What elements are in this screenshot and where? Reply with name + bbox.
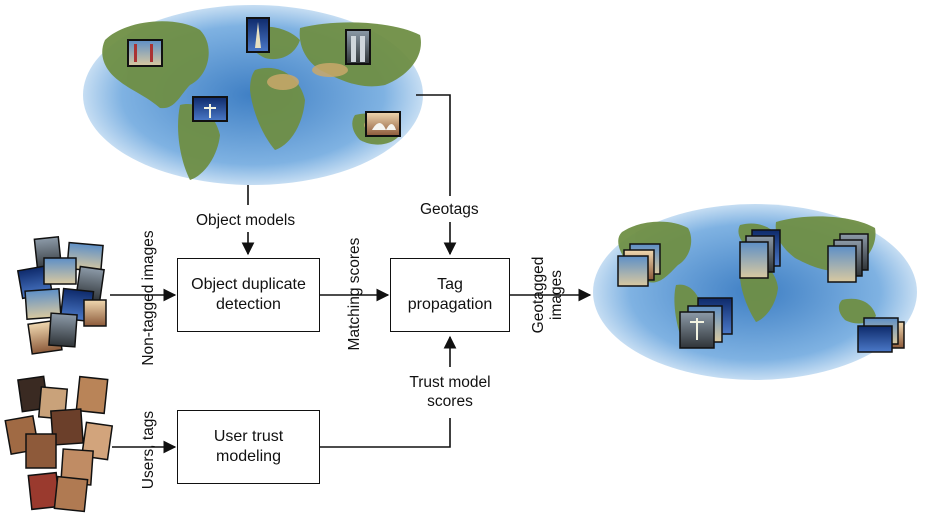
- geotags-label: Geotags: [420, 201, 479, 218]
- right-map-photos-bridge: [617, 243, 661, 287]
- matching-scores-label: Matching scores: [346, 237, 363, 351]
- trust-model-scores-line2: scores: [427, 393, 473, 410]
- tag-propagation-box: Tag propagation: [390, 258, 510, 332]
- right-world-map: [593, 204, 917, 380]
- right-map-photos-tower: [739, 229, 781, 279]
- right-map-photos-skyscrapers: [827, 233, 869, 283]
- user-trust-modeling-box: User trust modeling: [177, 410, 320, 484]
- top-map-photo-opera-house: [365, 111, 401, 137]
- user-face-pile: [4, 375, 114, 513]
- top-map-photo-bridge: [127, 39, 163, 67]
- object-duplicate-detection-line1: Object duplicate: [191, 276, 306, 293]
- geotagged-images-line1: Geotagged: [530, 256, 547, 334]
- right-map-photos-opera-house: [857, 317, 905, 353]
- connectors: [110, 94, 592, 454]
- non-tagged-images-label: Non-tagged images: [140, 230, 157, 366]
- right-map-photos-christ-statue: [679, 297, 733, 349]
- top-map-photo-skyscrapers: [345, 29, 371, 65]
- non-tagged-image-pile: [16, 236, 107, 355]
- tag-propagation-line1: Tag: [437, 276, 463, 293]
- trust-model-scores-label: Trust model scores: [400, 373, 500, 411]
- trust-model-scores-line1: Trust model: [409, 374, 491, 391]
- users-tags-label: Users, tags: [140, 410, 157, 490]
- user-trust-modeling-line2: modeling: [216, 448, 281, 465]
- top-world-map: [83, 5, 423, 185]
- geotagged-images-line2: images: [548, 270, 565, 320]
- geotagged-images-label: Geotagged images: [530, 250, 566, 340]
- top-map-photo-tower: [246, 17, 270, 53]
- connector-map-to-geotags: [416, 94, 451, 196]
- user-trust-modeling-line1: User trust: [213, 428, 284, 445]
- top-map-photo-christ-statue: [192, 96, 228, 122]
- connector-trust-to-scores: [320, 418, 451, 448]
- object-duplicate-detection-line2: detection: [216, 296, 281, 313]
- object-models-label: Object models: [196, 212, 296, 229]
- object-duplicate-detection-box: Object duplicate detection: [177, 258, 320, 332]
- tag-propagation-line2: propagation: [407, 296, 493, 313]
